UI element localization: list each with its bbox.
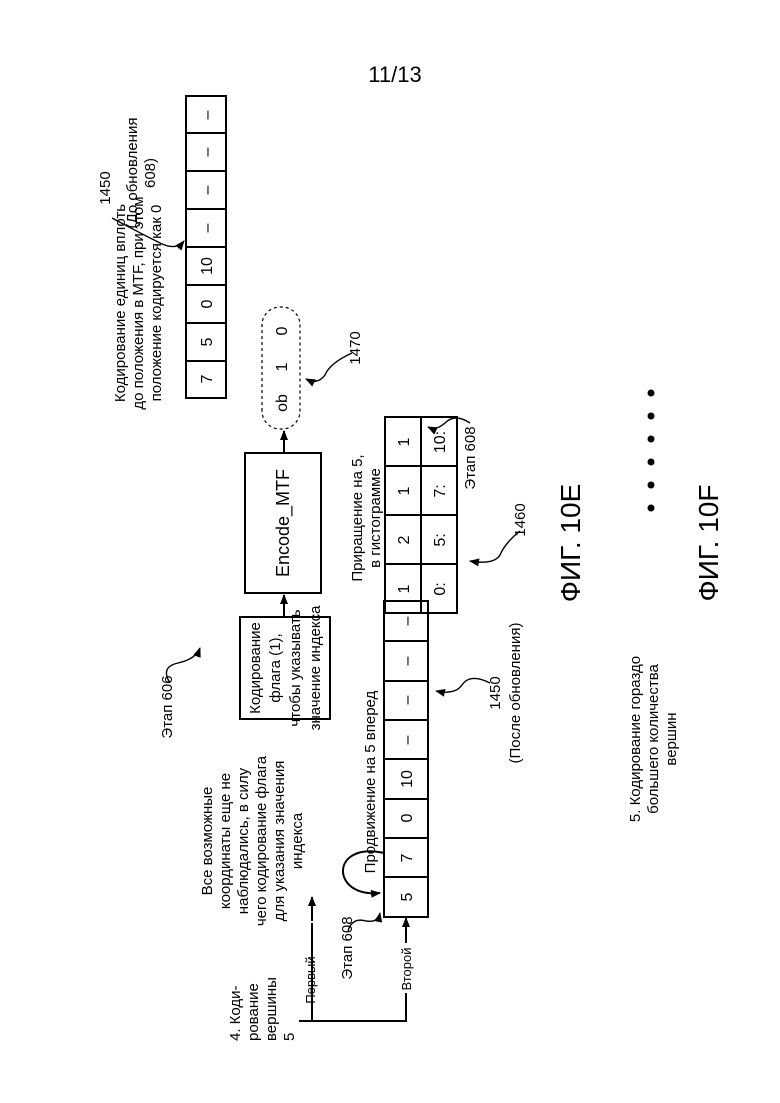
step608-bottom-label: Этап 608	[339, 916, 356, 979]
ref-1450-bottom-pointer	[436, 678, 490, 692]
ob-cell-1: 1	[274, 362, 291, 371]
rotated-drawing: 4. Коди- рование вершины 5 Первый Второй…	[97, 96, 724, 1041]
mtf-after-cell: –	[399, 616, 416, 625]
hist-title-line-1: Приращение на 5,	[349, 454, 366, 581]
mtf-note-line-1: Кодирование единиц вплоть	[112, 204, 129, 402]
mtf-after-cell: –	[399, 656, 416, 665]
mtf-before-cell: 7	[199, 374, 216, 383]
mtf-before-cell: 10	[199, 257, 216, 275]
mtf-after-cell: 5	[399, 892, 416, 901]
mtf-before-cell: –	[199, 110, 216, 119]
note-line-3: наблюдались, в силу	[235, 767, 252, 914]
note-line-1: Все возможные	[199, 787, 216, 896]
before-update-line-1: (До обновления	[124, 118, 141, 229]
mtf-after-cell: –	[399, 735, 416, 744]
not-observed-note: Все возможные координаты еще не наблюдал…	[199, 755, 306, 926]
ellipsis-dots	[648, 390, 655, 512]
hist-count: 2	[396, 535, 413, 544]
hist-key: 5:	[432, 533, 449, 546]
ob-cell-0: 0	[274, 326, 291, 335]
note-line-6: индекса	[289, 812, 306, 869]
mtf-after-cell: 7	[399, 853, 416, 862]
mtf-table-after: 5 7 0 10 – – – –	[384, 601, 428, 917]
page-number: 11/13	[368, 62, 421, 87]
flag-box-line-2: флага (1),	[267, 633, 284, 702]
mtf-after-cell: –	[399, 695, 416, 704]
step4-line-2: рование	[245, 983, 262, 1041]
step4-line-3: вершины	[263, 977, 280, 1041]
hist-count: 1	[396, 584, 413, 593]
mtf-after-cell: 10	[399, 770, 416, 788]
note-line-4: чего кодирование флага	[253, 755, 270, 926]
mtf-before-cell: 5	[199, 337, 216, 346]
ref-1470: 1470	[347, 331, 364, 364]
before-update-line-2: 608)	[142, 158, 159, 188]
mtf-before-cell: –	[199, 223, 216, 232]
note-line-2: координаты еще не	[217, 773, 234, 909]
second-label: Второй	[399, 948, 414, 991]
encode-mtf-label: Encode_MTF	[273, 469, 294, 577]
mtf-before-cell: –	[199, 185, 216, 194]
second-connector	[312, 918, 406, 1021]
ob-cell-ob: ob	[274, 394, 291, 412]
flag-box-line-3: чтобы указывать	[287, 609, 304, 726]
ref-1450-top: 1450	[97, 171, 114, 204]
ref-1460: 1460	[512, 503, 529, 536]
step5-line-1: 5. Кодирование гораздо	[627, 656, 644, 822]
step4-line-4: 5	[281, 1033, 298, 1041]
after-update-label: (После обновления)	[507, 623, 524, 764]
step608-top-label: Этап 608	[462, 426, 479, 489]
step4-line-1: 4. Коди-	[227, 985, 244, 1041]
hist-count: 1	[396, 486, 413, 495]
flag-box-line-1: Кодирование	[247, 622, 264, 714]
mtf-table-before: 7 5 0 10 – – – –	[186, 96, 226, 398]
step5-line-3: вершин	[663, 712, 680, 765]
hist-key: 10:	[432, 431, 449, 453]
ref-1470-pointer	[306, 353, 352, 381]
mtf-after-title: Продвижение на 5 вперед	[362, 690, 379, 873]
ellipsis-dot	[648, 436, 655, 443]
mtf-before-cell: –	[199, 147, 216, 156]
ellipsis-dot	[648, 505, 655, 512]
step606-label: Этап 606	[159, 675, 176, 738]
histogram-table: 1 2 1 1 0: 5: 7: 10:	[385, 417, 457, 613]
fig-10f-title: ФИГ. 10F	[693, 485, 724, 602]
ellipsis-dot	[648, 413, 655, 420]
step4-label: 4. Коди- рование вершины 5	[227, 977, 298, 1041]
hist-count: 1	[396, 437, 413, 446]
note-line-5: для указания значения	[271, 761, 288, 922]
mtf-after-cell: 0	[399, 813, 416, 822]
hist-title-line-2: в гистограмме	[367, 468, 384, 568]
hist-key: 0:	[432, 582, 449, 595]
mtf-note-line-3: положение кодируется как 0	[148, 205, 165, 402]
mtf-before-cell: 0	[199, 299, 216, 308]
ref-1450-bottom: 1450	[487, 676, 504, 709]
ellipsis-dot	[648, 459, 655, 466]
first-label: Первый	[303, 956, 318, 1003]
ellipsis-dot	[648, 482, 655, 489]
step5-line-2: большего количества	[645, 663, 662, 813]
ellipsis-dot	[648, 390, 655, 397]
hist-key: 7:	[432, 484, 449, 497]
fig-10e-title: ФИГ. 10E	[555, 484, 586, 603]
flag-box-line-4: значение индекса	[307, 605, 324, 730]
